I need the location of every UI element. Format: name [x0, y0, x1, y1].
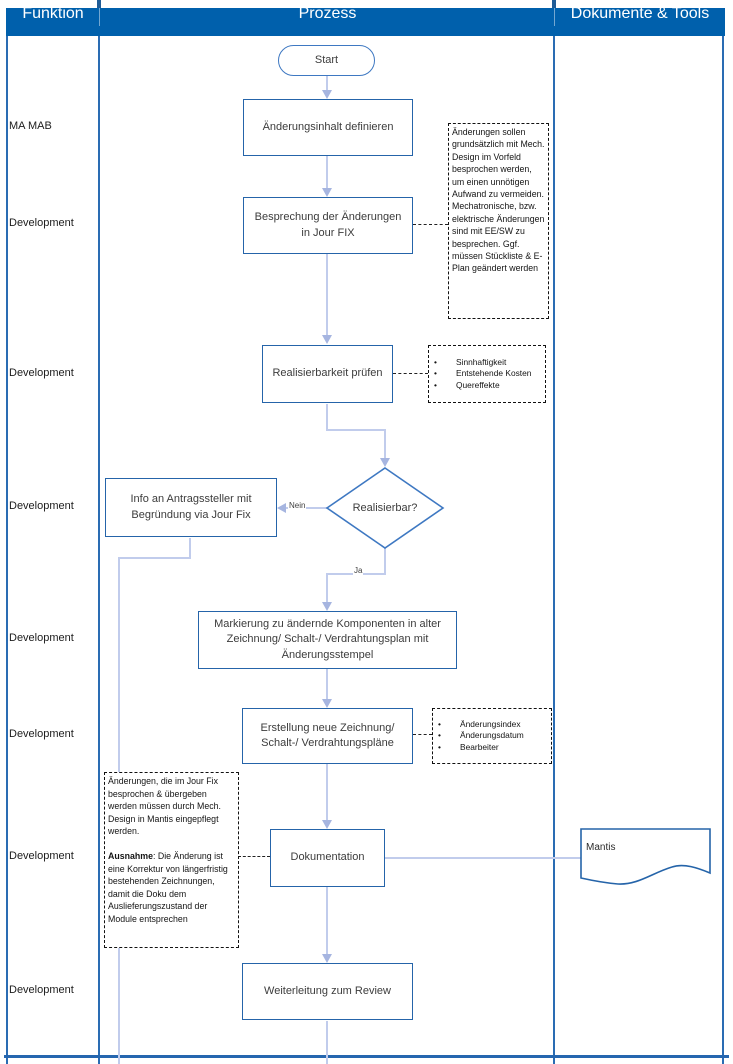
connector-realisierbarkeit-decision: [326, 429, 386, 431]
note-mantis-exception-text: : Die Änderung ist eine Korrektur von lä…: [108, 851, 228, 924]
connector-decision-ja: [326, 573, 328, 603]
grid-notch-right: [552, 0, 556, 8]
lane-label-development-4: Development: [9, 632, 74, 644]
bullet-icon: •: [434, 368, 437, 379]
connector-erstellung-dokumentation: [326, 764, 328, 821]
bullet-item: •Änderungsindex: [438, 718, 521, 729]
arrowhead-info: [277, 503, 286, 513]
process-box-define: Änderungsinhalt definieren: [243, 99, 413, 156]
bullet-item: •Sinnhaftigkeit: [434, 356, 507, 367]
lane-label-development-5: Development: [9, 728, 74, 740]
dashed-connector-besprechung-note: [413, 224, 448, 225]
connector-dokumentation-mantis: [385, 857, 582, 859]
arrowhead-erstellung: [322, 699, 332, 708]
connector-markierung-erstellung: [326, 669, 328, 700]
arrowhead-weiterleitung: [322, 954, 332, 963]
arrowhead-decision: [380, 458, 390, 467]
note-mantis-part1: Änderungen, die im Jour Fix besprochen &…: [108, 776, 221, 836]
lane-label-development-3: Development: [9, 500, 74, 512]
process-box-markierung: Markierung zu ändernde Komponenten in al…: [198, 611, 457, 669]
arrowhead-define: [322, 90, 332, 99]
connector-realisierbarkeit-decision: [384, 429, 386, 459]
swimlane-header: [6, 8, 725, 36]
lane-label-development-6: Development: [9, 850, 74, 862]
lane-label-development-2: Development: [9, 367, 74, 379]
bullet-item: •Bearbeiter: [438, 741, 499, 752]
note-besprechung: Änderungen sollen grundsätzlich mit Mech…: [448, 123, 549, 319]
decision-diamond: [325, 466, 445, 550]
arrowhead-besprechung: [322, 188, 332, 197]
arrowhead-markierung: [322, 602, 332, 611]
bullet-icon: •: [438, 718, 441, 729]
bullet-icon: •: [438, 741, 441, 752]
connector-define-besprechung: [326, 156, 328, 189]
process-box-realisierbarkeit: Realisierbarkeit prüfen: [262, 345, 393, 403]
header-separator: [554, 2, 555, 26]
header-dokumente-tools: Dokumente & Tools: [570, 5, 710, 22]
process-box-weiterleitung: Weiterleitung zum Review: [242, 963, 413, 1020]
connector-info-down: [118, 557, 191, 559]
bullet-item: •Quereffekte: [434, 379, 500, 390]
bullet-icon: •: [434, 379, 437, 390]
grid-border-right: [722, 36, 724, 1064]
edge-label-nein: Nein: [288, 501, 307, 510]
lane-label-development-1: Development: [9, 217, 74, 229]
note-mantis-exception-label: Ausnahme: [108, 851, 153, 861]
process-box-besprechung: Besprechung der Änderungen in Jour FIX: [243, 197, 413, 254]
grid-row-divider: [4, 1055, 729, 1058]
grid-border-left: [6, 36, 8, 1064]
connector-start-define: [326, 76, 328, 91]
arrowhead-dokumentation: [322, 820, 332, 829]
dashed-connector-attributes-note: [413, 734, 432, 735]
bullet-icon: •: [434, 356, 437, 367]
connector-weiterleitung-down: [326, 1021, 328, 1064]
connector-besprechung-realisierbarkeit: [326, 245, 328, 336]
note-attributes: •Änderungsindex •Änderungsdatum •Bearbei…: [432, 708, 552, 764]
grid-divider-funktion: [98, 36, 100, 1064]
bullet-icon: •: [438, 730, 441, 741]
connector-realisierbarkeit-decision: [326, 404, 328, 431]
process-box-info: Info an Antragssteller mit Begründung vi…: [105, 478, 277, 537]
process-box-dokumentation: Dokumentation: [270, 829, 385, 887]
header-separator: [99, 2, 100, 26]
note-criteria: •Sinnhaftigkeit •Entstehende Kosten •Que…: [428, 345, 546, 403]
process-box-erstellung: Erstellung neue Zeichnung/ Schalt-/ Verd…: [242, 708, 413, 764]
mantis-document: [580, 828, 712, 890]
mantis-document-label: Mantis: [586, 842, 616, 853]
connector-dokumentation-weiterleitung: [326, 887, 328, 955]
lane-label-development-7: Development: [9, 984, 74, 996]
connector-info-down: [189, 538, 191, 559]
grid-notch-left: [97, 0, 101, 8]
header-funktion: Funktion: [22, 5, 84, 22]
lane-label-ma-mab: MA MAB: [9, 120, 52, 132]
bullet-item: •Entstehende Kosten: [434, 368, 532, 379]
note-mantis: Änderungen, die im Jour Fix besprochen &…: [104, 772, 239, 948]
bullet-item: •Änderungsdatum: [438, 730, 524, 741]
connector-decision-ja: [384, 548, 386, 575]
arrowhead-realisierbarkeit: [322, 335, 332, 344]
decision-label: Realisierbar?: [352, 502, 418, 514]
header-prozess: Prozess: [298, 5, 357, 22]
grid-divider-dokumente: [553, 36, 555, 1064]
dashed-connector-criteria-note: [393, 373, 428, 374]
edge-label-ja: Ja: [353, 566, 364, 575]
start-node: Start: [278, 45, 375, 76]
dashed-connector-mantis-note: [238, 856, 270, 857]
